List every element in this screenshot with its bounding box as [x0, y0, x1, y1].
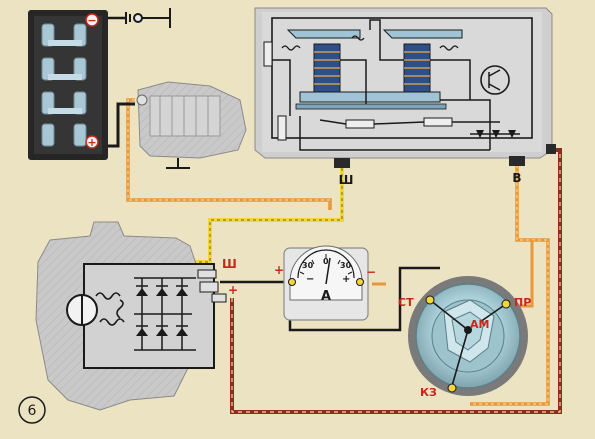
ammeter-scale-left: 30 — [302, 261, 314, 270]
battery: − + — [28, 10, 108, 160]
ammeter-minus-mark: − — [306, 274, 314, 285]
wire-starter-to-generator-plus — [126, 98, 332, 210]
ground-symbol-battery — [125, 8, 171, 28]
figure-number: 6 — [28, 403, 37, 419]
ammeter-letter: A — [321, 289, 331, 304]
wire-regulator-sh-to-ammeter — [188, 168, 344, 264]
ammeter-scale-right: 30 — [340, 261, 352, 270]
starter-motor — [136, 81, 247, 169]
switch-kz-label: КЗ — [420, 386, 437, 399]
battery-plus-label: + — [87, 136, 96, 149]
generator-sh-label: Ш — [222, 257, 237, 271]
generator: Ш + — [35, 221, 238, 411]
generator-plus-label: + — [228, 283, 238, 297]
ammeter-scale-zero: 0 — [323, 257, 329, 266]
regulator-sh-label: Ш — [339, 173, 354, 187]
wire-regulator-v-to-switch-pr — [470, 165, 550, 406]
ammeter-left-terminal: + — [274, 263, 284, 277]
voltage-regulator: Ш В — [254, 7, 556, 187]
ammeter: 30 0 30 − + A + − — [274, 245, 376, 321]
ignition-switch: СТ ПР АМ КЗ — [398, 276, 531, 399]
wire-generator-plus-to-switch — [230, 148, 562, 414]
switch-pr-label: ПР — [514, 296, 531, 309]
battery-minus-label: − — [87, 14, 96, 27]
switch-st-label: СТ — [398, 296, 414, 309]
ammeter-right-terminal: − — [366, 265, 376, 279]
ammeter-plus-mark: + — [342, 274, 350, 285]
wire-battery-to-starter — [100, 102, 135, 148]
regulator-v-label: В — [512, 171, 521, 185]
figure-number-badge: 6 — [18, 396, 46, 424]
switch-am-label: АМ — [470, 318, 489, 331]
